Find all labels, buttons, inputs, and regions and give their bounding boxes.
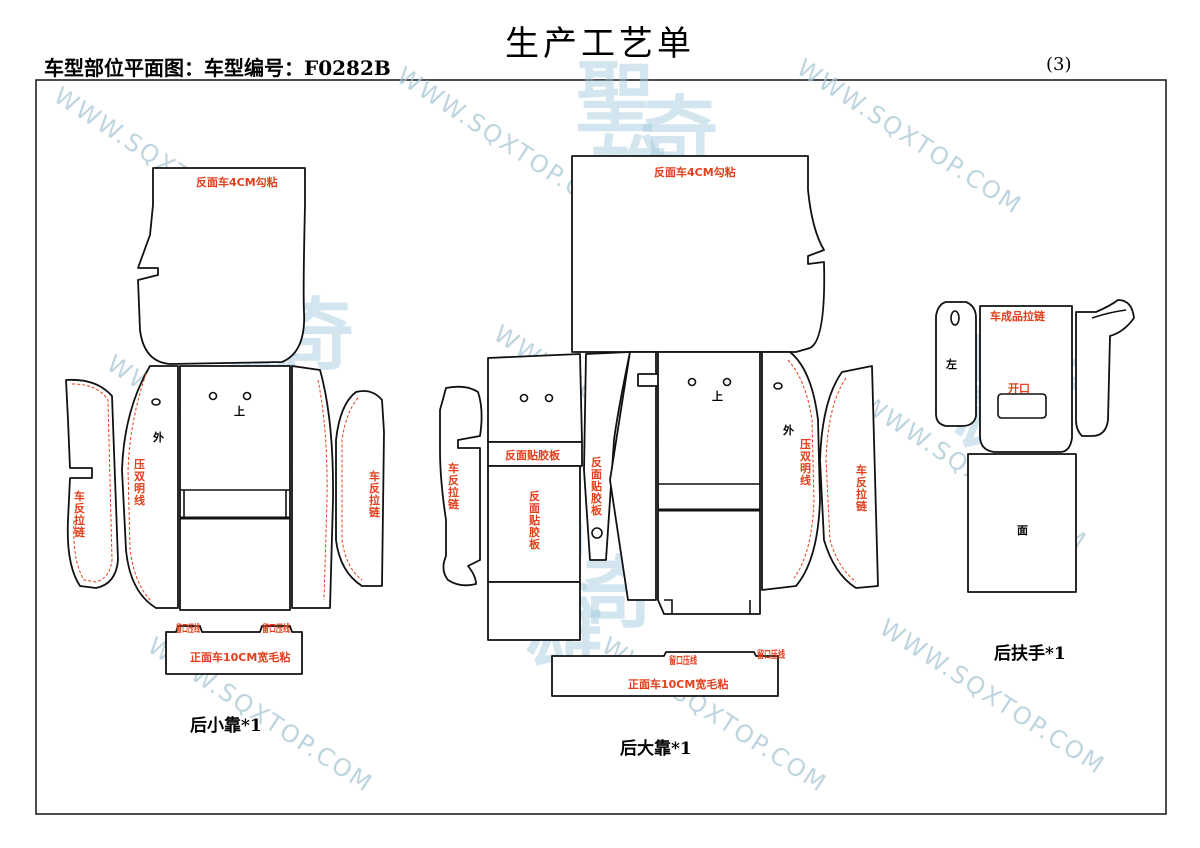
marker-hole	[950, 310, 960, 326]
orientation-mark: 上	[234, 404, 245, 418]
pattern-piece	[1075, 299, 1135, 437]
part-caption: 后大靠*1	[620, 738, 692, 759]
pattern-piece	[137, 167, 306, 365]
marker-hole	[208, 391, 218, 401]
part-rear-small-back: 反面车4CM勾粘 上 外 留口压线 留口压线 正面车10CM宽毛粘 压双明线 车…	[65, 167, 385, 736]
sewing-note: 车反拉链	[448, 461, 460, 511]
seam-line	[127, 373, 153, 603]
pattern-piece	[487, 353, 583, 443]
part-rear-large-back: 反面车4CM勾粘 上 外 反面贴胶板 反面贴胶板 反面贴胶板 车反拉链 压双明线…	[439, 155, 879, 759]
pattern-piece	[165, 625, 303, 675]
sewing-note: 留口压线	[176, 622, 200, 635]
watermark-logo: 聖	[576, 53, 654, 144]
pattern-piece	[179, 365, 291, 611]
marker-hole	[242, 391, 252, 401]
seam-line	[341, 397, 363, 581]
pattern-piece	[761, 351, 821, 591]
marker-hole	[773, 382, 783, 390]
orientation-mark: 外	[782, 423, 794, 437]
sewing-note: 反面车4CM勾粘	[654, 165, 736, 179]
pattern-piece	[935, 301, 977, 427]
seam-line	[317, 379, 328, 601]
sewing-note: 反面贴胶板	[590, 455, 603, 517]
pattern-piece	[439, 385, 483, 587]
sewing-note: 留口压线	[669, 654, 697, 667]
marker-hole	[544, 393, 554, 403]
pattern-piece	[979, 305, 1073, 453]
sewing-note: 压双明线	[800, 437, 811, 487]
sewing-note: 车反拉链	[369, 469, 381, 519]
sewing-note: 反面贴胶板	[505, 448, 561, 462]
orientation-mark: 外	[152, 430, 164, 444]
marker-hole	[519, 393, 529, 403]
marker-hole	[151, 398, 161, 406]
part-rear-armrest: 车成品拉链 左 开口 面 后扶手*1	[935, 299, 1135, 664]
seam-line	[664, 599, 751, 614]
pattern-piece	[967, 453, 1077, 593]
pattern-piece	[335, 390, 385, 587]
seam-line	[1091, 309, 1127, 319]
sewing-note: 车反拉链	[74, 489, 86, 539]
opening-outline	[997, 393, 1047, 419]
drawing-frame	[35, 79, 1167, 815]
sewing-note: 车反拉链	[856, 463, 868, 513]
watermark-url: WWW.SQXTOP.COM	[875, 614, 1110, 780]
marker-hole	[722, 377, 732, 387]
orientation-mark: 面	[1017, 524, 1028, 537]
part-caption: 后扶手*1	[994, 643, 1066, 664]
pattern-piece	[487, 581, 581, 641]
pattern-piece	[551, 651, 779, 697]
sewing-note: 开口	[1008, 382, 1030, 395]
watermark-url: WWW.SQXTOP.COM	[792, 54, 1027, 220]
sewing-note: 车成品拉链	[990, 309, 1046, 323]
marker-hole	[687, 377, 697, 387]
page-number: (3)	[1046, 54, 1072, 75]
orientation-mark: 左	[945, 357, 957, 371]
pattern-piece	[609, 351, 657, 601]
seam-line	[787, 359, 815, 579]
sewing-note: 压双明线	[134, 457, 145, 507]
seam-line	[183, 490, 287, 518]
part-caption: 后小靠*1	[190, 715, 262, 736]
seam-line	[825, 377, 857, 583]
pattern-piece	[121, 365, 179, 609]
marker-hole	[591, 527, 603, 539]
document-subtitle: 车型部位平面图：车型编号：F0282B	[44, 56, 391, 80]
orientation-mark: 上	[712, 389, 723, 403]
pattern-piece	[487, 441, 583, 467]
document-title: 生产工艺单	[505, 24, 695, 64]
pattern-piece	[819, 365, 879, 589]
sewing-note: 留口压线	[262, 622, 290, 635]
pattern-piece	[65, 378, 119, 589]
sewing-note: 反面贴胶板	[528, 489, 541, 551]
sewing-note: 留口压线	[757, 648, 785, 661]
pattern-piece	[657, 351, 761, 615]
seam-line	[71, 383, 113, 583]
pattern-piece	[291, 365, 334, 609]
sewing-note: 正面车10CM宽毛粘	[628, 677, 728, 691]
pattern-piece	[571, 155, 826, 353]
sewing-note: 正面车10CM宽毛粘	[190, 650, 290, 664]
sewing-note: 反面车4CM勾粘	[196, 175, 278, 189]
